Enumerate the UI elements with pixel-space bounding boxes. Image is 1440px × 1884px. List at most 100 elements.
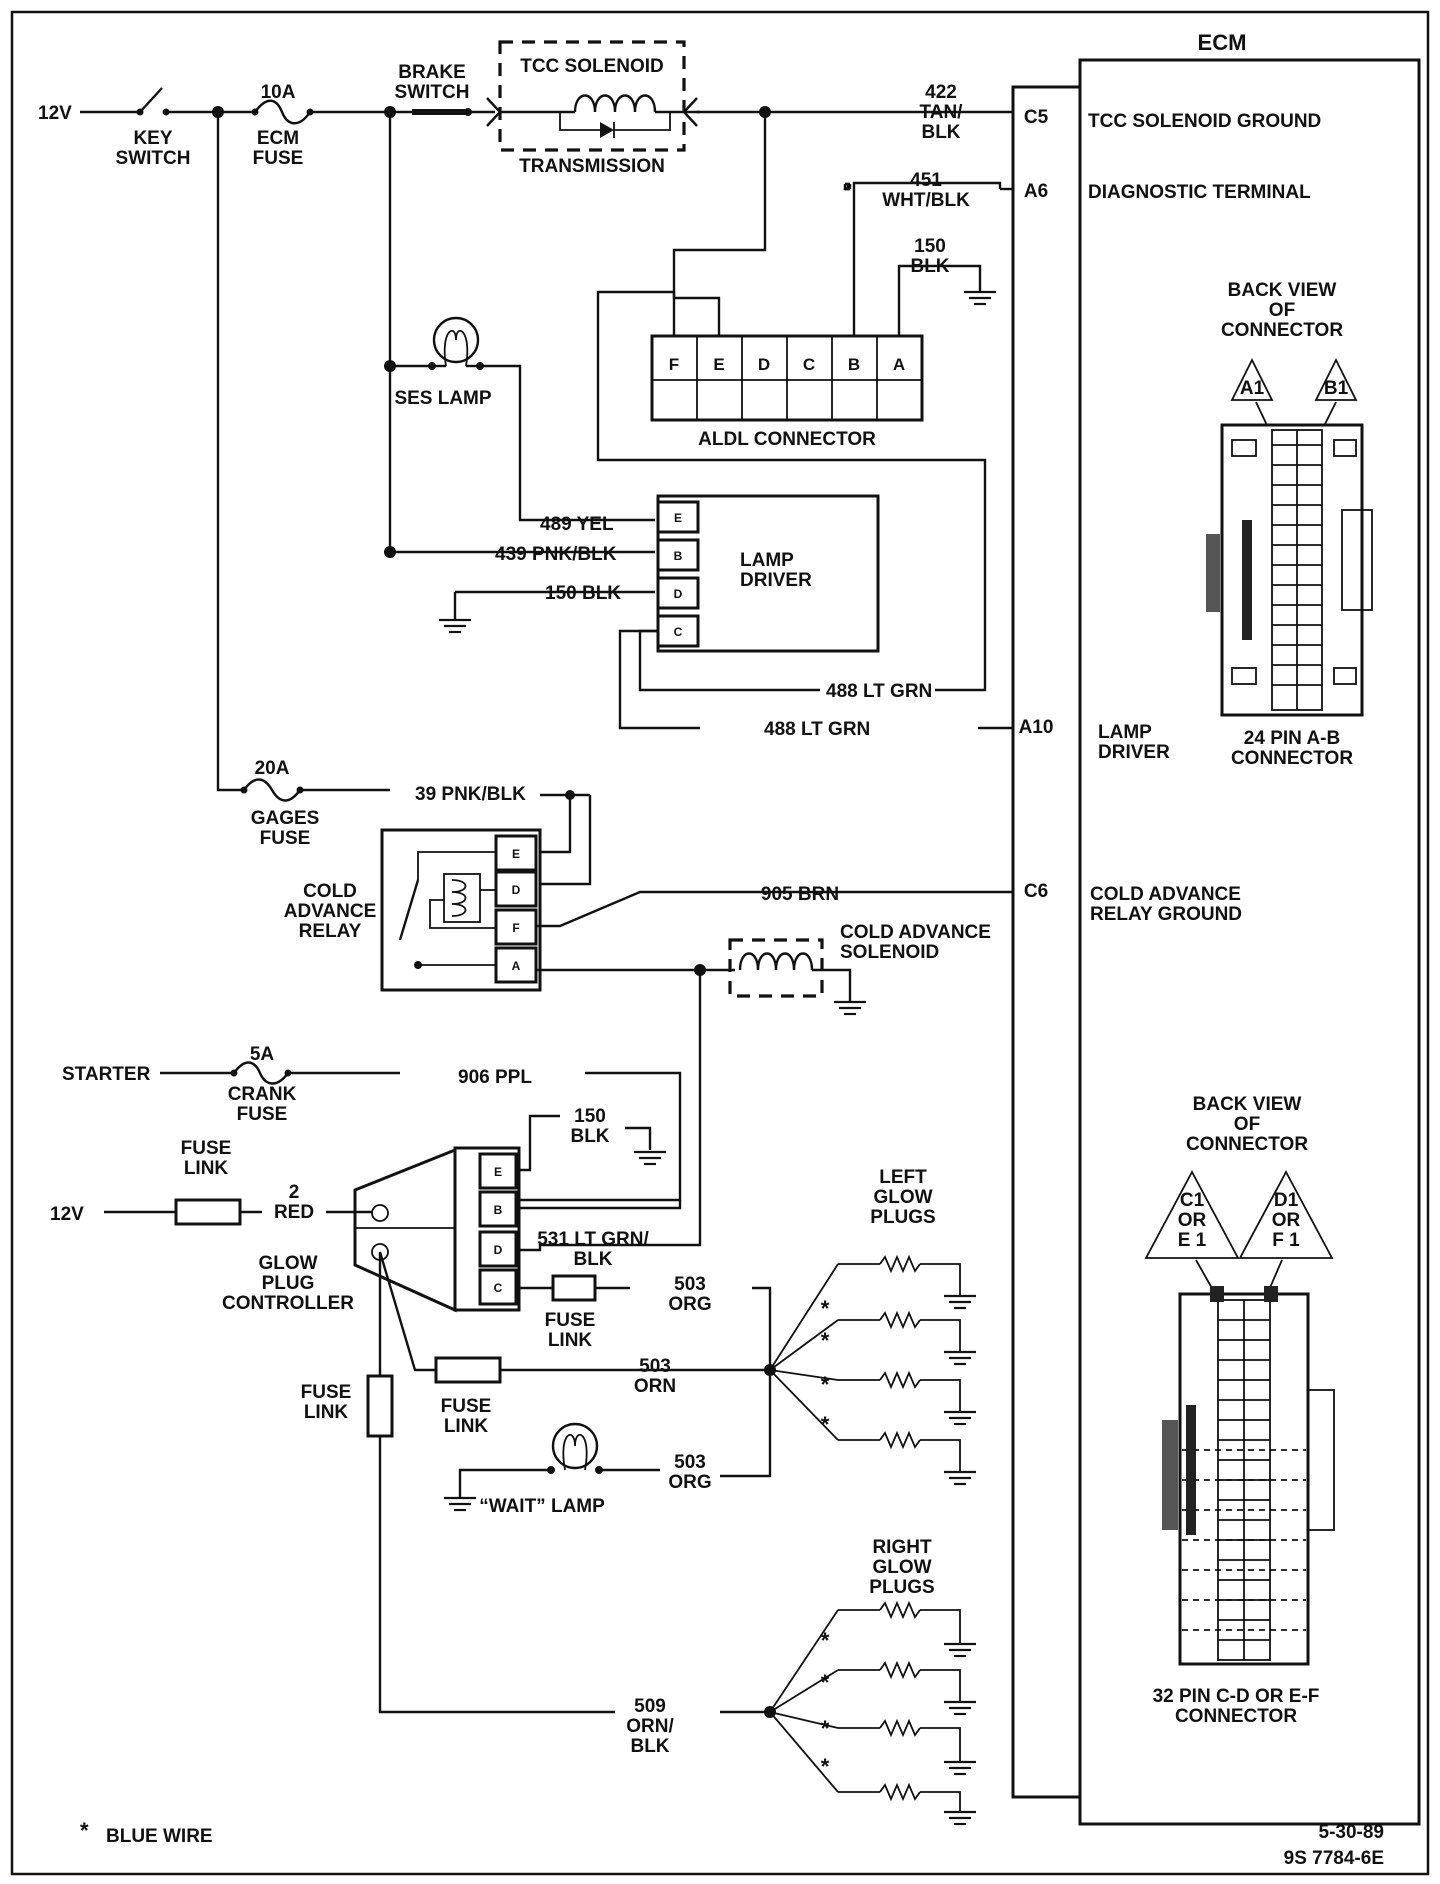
driver-pin-d: D [674, 587, 683, 601]
wire-489-label: 489 YEL [540, 514, 614, 535]
tcc-solenoid-label: TCC SOLENOID [520, 56, 664, 77]
right-plug-mark-4: * [821, 1754, 830, 1779]
relay-contact [398, 879, 420, 941]
wire-488-label: 488 LT GRN [764, 719, 870, 740]
footer-star: * [80, 1818, 89, 1843]
glow-v12-label: 12V [50, 1204, 84, 1225]
connector-24pin-body [1220, 423, 1364, 717]
left-plug-mark-2: * [821, 1328, 830, 1353]
crank-fuse-rating: 5A [250, 1044, 275, 1065]
cold-advance-solenoid-boundary [728, 938, 824, 998]
pin-a6: A6 [1024, 181, 1048, 202]
wire-905-label: 905 BRN [761, 884, 839, 905]
wire-150blk-label: 150 BLK [545, 583, 621, 604]
aldl-pin-e: E [713, 355, 724, 374]
left-plug-mark-4: * [821, 1412, 830, 1437]
driver-pin-e: E [674, 511, 682, 525]
aldl-pin-a: A [893, 355, 905, 374]
ecm-fuse-symbol [254, 99, 311, 125]
right-plug-mark-1: * [821, 1628, 830, 1653]
controller-pin-d: D [494, 1243, 503, 1257]
wait-lamp-label: “WAIT” LAMP [479, 1496, 605, 1517]
wait-lamp-bulb [551, 1422, 599, 1470]
pin-a10: A10 [1019, 717, 1054, 738]
controller-pin-b: B [494, 1203, 503, 1217]
gages-fuse-symbol [243, 778, 301, 802]
wire-39-label: 39 PNK/BLK [415, 784, 526, 805]
aldl-pin-b: B [848, 355, 860, 374]
aldl-pin-f: F [669, 355, 679, 374]
key-switch-blade [139, 87, 163, 113]
wire-906-label: 906 PPL [458, 1067, 532, 1088]
left-plug-mark-3: * [821, 1372, 830, 1397]
ecm-connector-strip [1011, 85, 1082, 1799]
pin-c5-function: TCC SOLENOID GROUND [1088, 111, 1321, 132]
pin-c6: C6 [1024, 881, 1048, 902]
ecm-fuse-rating: 10A [261, 82, 296, 103]
glow-fuse-link-mid [434, 1356, 502, 1384]
pin-c5: C5 [1024, 107, 1049, 128]
ses-lamp-label: SES LAMP [394, 388, 491, 409]
glow-fuse-link-c [551, 1274, 597, 1302]
wire-531-label: 531 LT GRN/BLK [537, 1229, 649, 1270]
pin-b1-label: B1 [1324, 378, 1349, 399]
driver-pin-c: C [674, 625, 683, 639]
tcc-diode [600, 122, 614, 138]
footer-date: 5-30-89 [1319, 1822, 1385, 1843]
left-plug-mark-1: * [821, 1296, 830, 1321]
transmission-boundary [498, 40, 686, 152]
wire-488-upper-label: 488 LT GRN [826, 681, 932, 702]
ecm-title: ECM [1198, 30, 1247, 55]
ecm-pin-labels: C5 TCC SOLENOID GROUND A6 DIAGNOSTIC TER… [1019, 107, 1322, 925]
right-plug-mark-2: * [821, 1670, 830, 1695]
aldl-label: ALDL CONNECTOR [698, 429, 876, 450]
relay-pin-e: E [512, 847, 520, 861]
glow-fuse-link-top [174, 1198, 242, 1226]
footer-code: 9S 7784-6E [1284, 1848, 1384, 1869]
driver-pin-b: B [674, 549, 683, 563]
aldl-pin-d: D [758, 355, 770, 374]
transmission-label: TRANSMISSION [519, 156, 665, 177]
relay-pin-a: A [512, 959, 521, 973]
glow-controller-housing [353, 1147, 457, 1313]
v12-label: 12V [38, 103, 72, 124]
gages-fuse-rating: 20A [255, 758, 290, 779]
footer-note: BLUE WIRE [106, 1826, 213, 1847]
outer-frame [10, 10, 1430, 1876]
ses-lamp-bulb [432, 316, 480, 364]
crank-fuse-symbol [233, 1061, 289, 1085]
controller-pin-e: E [494, 1165, 502, 1179]
